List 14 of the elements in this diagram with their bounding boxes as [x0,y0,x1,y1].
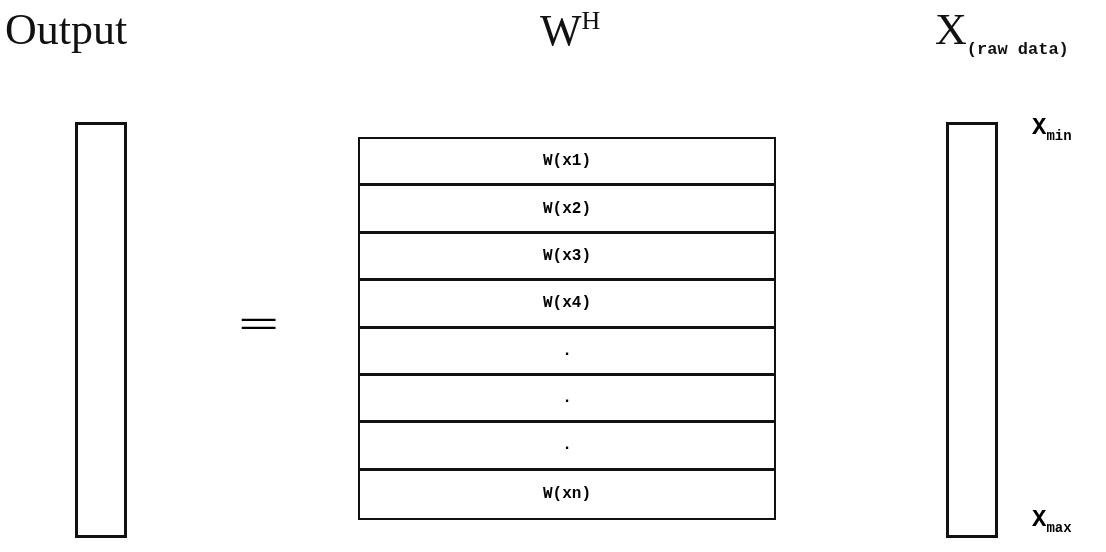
matrix-row: . [360,375,774,424]
vector-heading: W$^{H}$ [540,8,601,53]
range-label: X$_{max}$ [1032,506,1072,536]
equals-sign: = [236,296,282,350]
matrix-row: W(x4) [360,281,774,329]
matrix-row: W(x2) [360,186,774,234]
matrix-row: . [360,328,774,376]
matrix-row: W(x3) [360,233,774,282]
matrix-row: W(x1) [360,139,774,187]
matrix-row: W(xn) [360,470,774,518]
matrix-row: . [360,423,774,471]
range-label: X$_{min}$ [1032,114,1072,144]
vector-heading: Output [5,8,128,52]
vector-heading: X$_{(raw data)}$ [935,8,1069,58]
